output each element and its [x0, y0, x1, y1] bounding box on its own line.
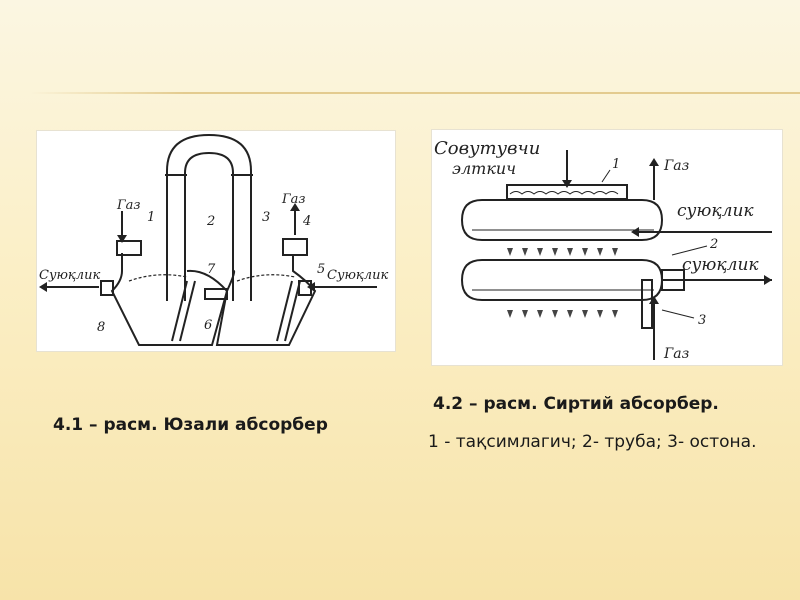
figure-film-absorber: Совутувчи элткич Газ Газ суюқлик суюқлик…: [431, 129, 783, 366]
label-n7: 7: [207, 262, 216, 277]
label-gas-bottom: Газ: [663, 346, 689, 362]
label-n1: 1: [147, 210, 155, 225]
label-n2: 2: [206, 214, 215, 229]
label-gas-top: Газ: [663, 158, 689, 174]
label-liquid-mid: суюқлик: [682, 255, 759, 275]
label-cooling-line1: Совутувчи: [434, 138, 540, 159]
right-vessel: [215, 255, 317, 346]
connector-7: [204, 288, 228, 300]
label-n3: 3: [698, 313, 706, 328]
figure2-caption: 4.2 – расм. Сиртий абсорбер.: [433, 394, 719, 414]
label-liquid-top: суюқлик: [677, 201, 754, 221]
left-inlet-pipe: [116, 240, 142, 256]
label-n1: 1: [612, 157, 620, 172]
label-n2: 2: [709, 237, 718, 252]
label-n8: 8: [97, 320, 105, 335]
figure-surface-absorber: Газ Газ Суюқлик Суюқлик 1 2 3 4 5 6 7 8: [36, 130, 396, 352]
label-gas-out: Газ: [281, 192, 305, 207]
figure2-legend: 1 - тақсимлагич; 2- труба; 3- остона.: [428, 432, 757, 452]
label-n5: 5: [317, 262, 325, 277]
u-tube-outer: [166, 133, 252, 301]
u-tube-inner: [184, 151, 234, 301]
label-n4: 4: [302, 214, 311, 229]
left-vessel: [110, 253, 229, 346]
label-n3: 3: [262, 210, 270, 225]
label-gas-in: Газ: [116, 198, 140, 213]
film-absorber-diagram: Совутувчи элткич Газ Газ суюқлик суюқлик…: [434, 138, 772, 362]
lower-tube: [460, 259, 664, 301]
label-n6: 6: [204, 318, 212, 333]
label-cooling-line2: элткич: [452, 159, 516, 178]
upper-tube: [460, 199, 664, 241]
label-liquid-in: Суюқлик: [327, 268, 388, 283]
right-outlet-pipe: [282, 238, 308, 256]
title-divider: [30, 92, 800, 94]
surface-absorber-diagram: Газ Газ Суюқлик Суюқлик 1 2 3 4 5 6 7 8: [39, 133, 388, 346]
figure1-caption: 4.1 – расм. Юзали абсорбер: [53, 415, 328, 435]
label-liquid-out: Суюқлик: [39, 268, 100, 283]
